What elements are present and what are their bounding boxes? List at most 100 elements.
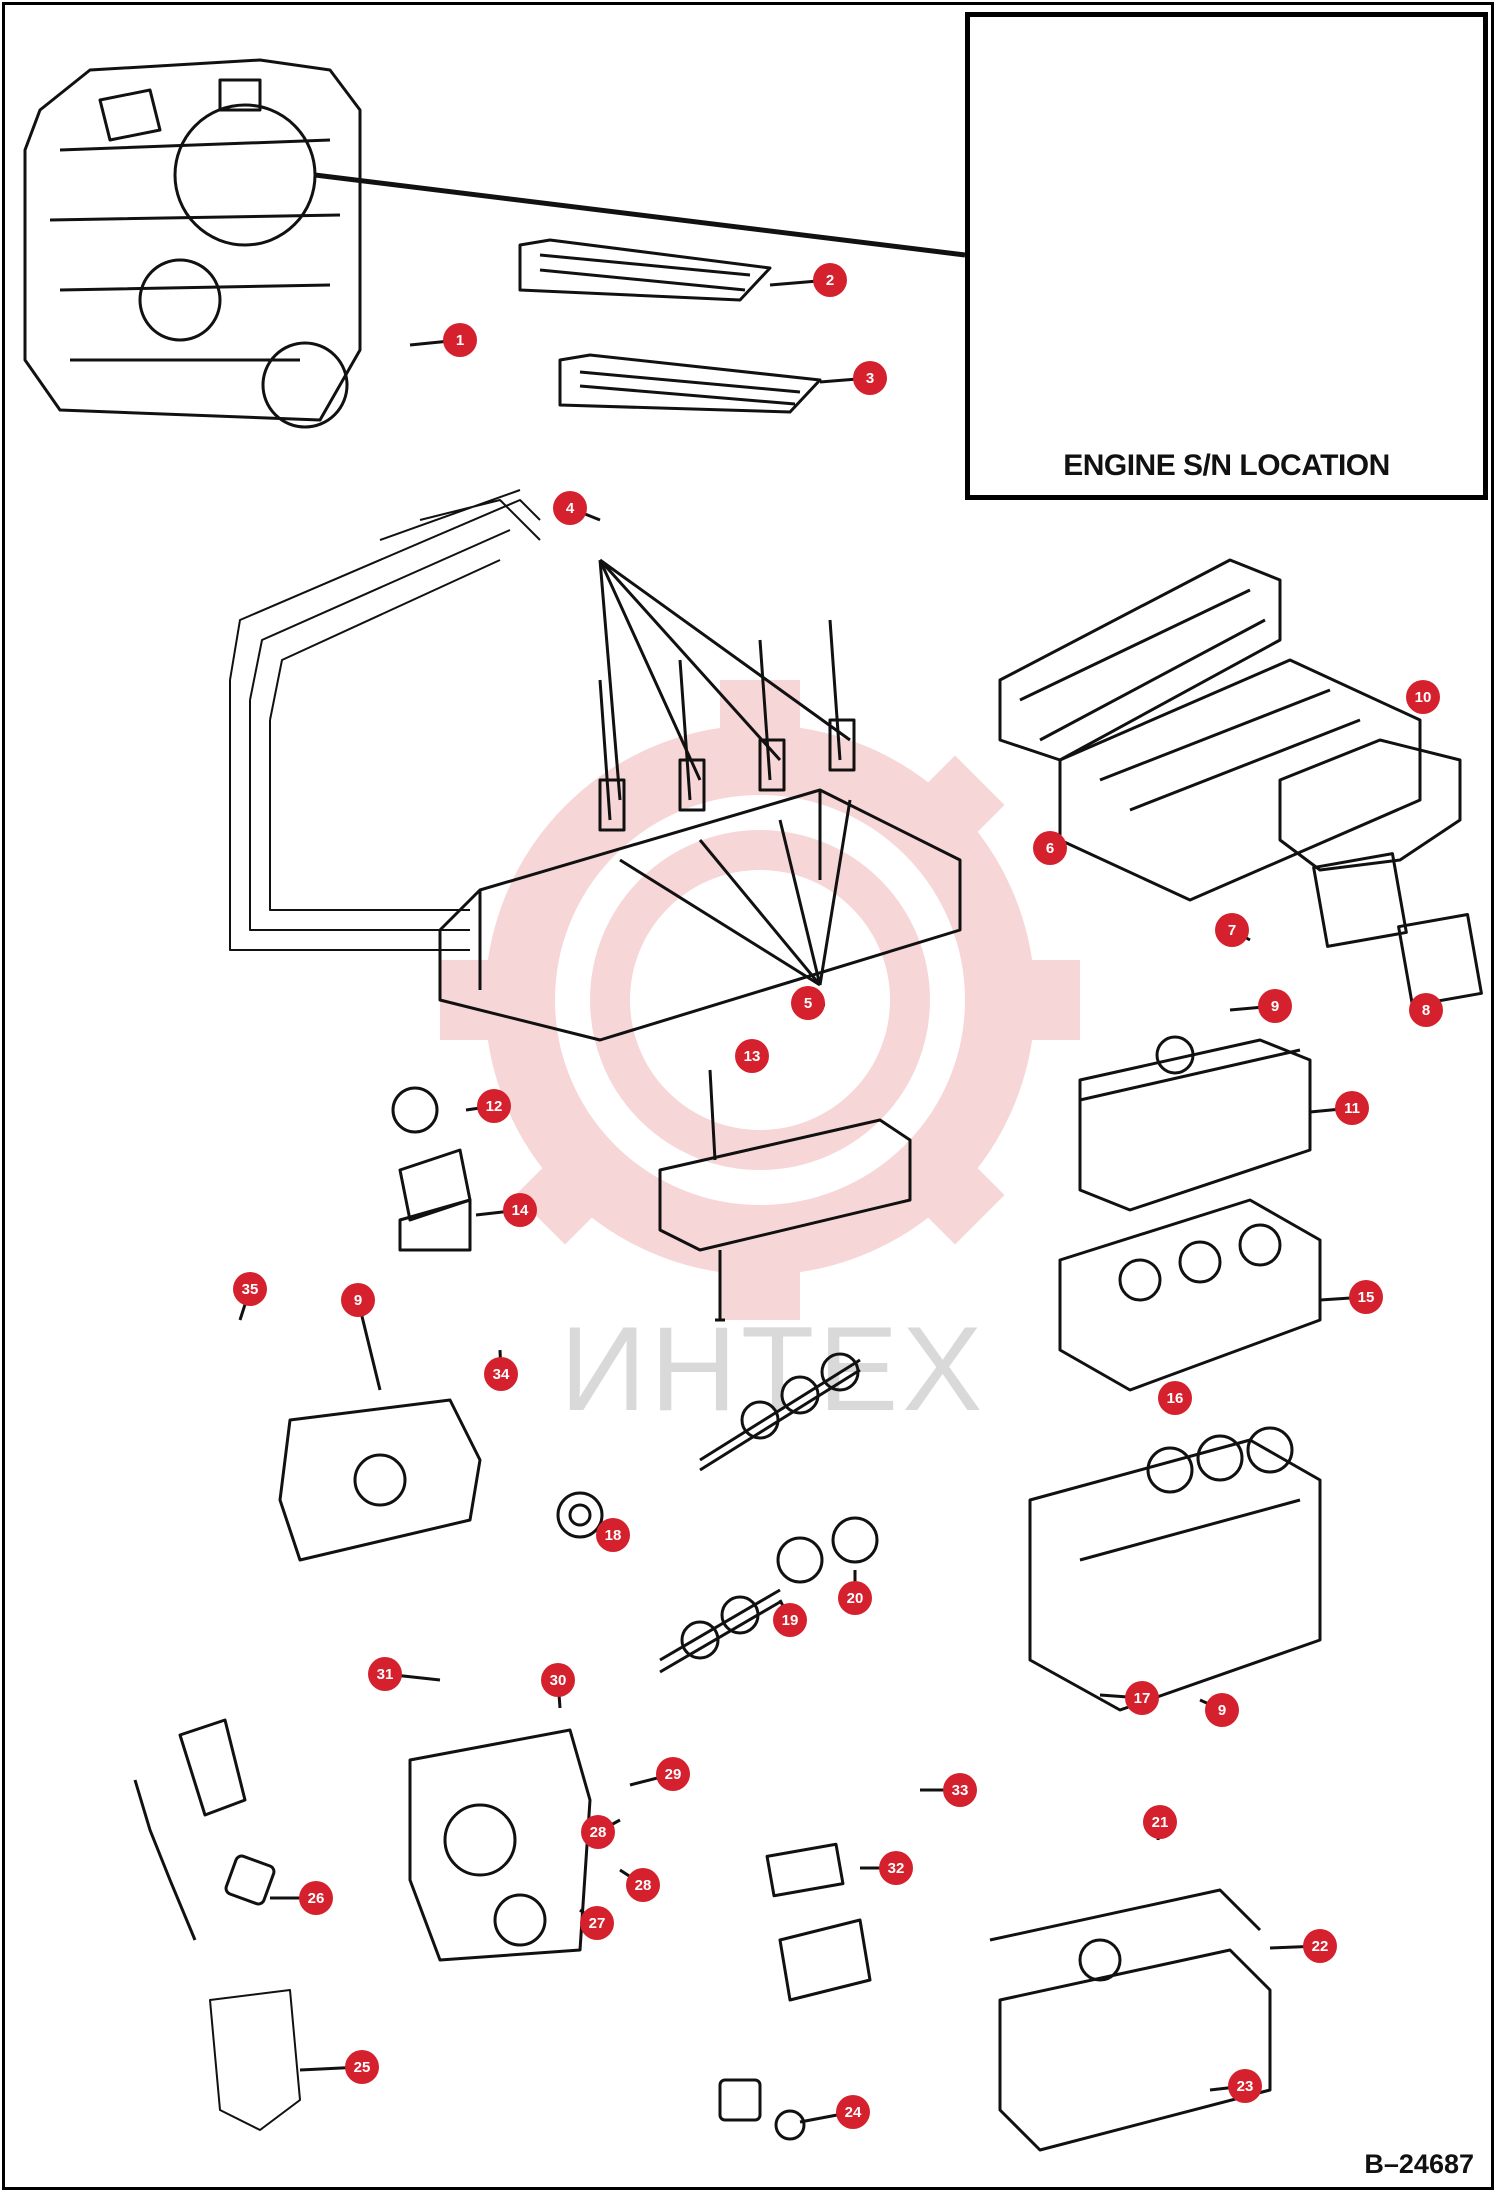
oil-filter [133, 1718, 247, 1941]
callout-badge-number: 24 [845, 2104, 862, 2121]
callout-26: 26 [270, 1881, 333, 1915]
callout-badge-number: 23 [1237, 2078, 1254, 2095]
callout-leaders-4-5 [598, 558, 852, 987]
camshaft [699, 1352, 861, 1472]
callout-badge-number: 31 [377, 1666, 394, 1683]
callout-badge [813, 263, 847, 297]
engine-serial-inset: ENGINE S/N LOCATION [965, 12, 1488, 500]
air-filter-element-2 [518, 238, 772, 302]
callout-badge [626, 1868, 660, 1902]
callout-badge-number: 34 [493, 1366, 510, 1383]
callout-badge-number: 11 [1344, 1100, 1360, 1117]
callout-13: 13 [735, 1039, 769, 1073]
gear-18 [556, 1491, 604, 1539]
callout-7: 7 [1215, 913, 1251, 947]
callout-17: 17 [1099, 1681, 1159, 1715]
callout-badge-number: 21 [1152, 1814, 1169, 1831]
callout-badge [1125, 1681, 1159, 1715]
callout-badge-number: 9 [1271, 998, 1279, 1015]
callout-badge-number: 9 [354, 1292, 362, 1309]
callout-badge-number: 27 [589, 1915, 606, 1932]
callout-badge [581, 1815, 615, 1849]
callout-22: 22 [1269, 1929, 1337, 1963]
oil-pump [765, 1842, 872, 2002]
callout-badge-number: 13 [744, 1048, 761, 1065]
callout-badge [299, 1881, 333, 1915]
callout-badge-number: 26 [308, 1890, 325, 1907]
callout-24: 24 [799, 2095, 870, 2129]
callout-badge [541, 1663, 575, 1697]
callout-badge-number: 9 [1218, 1702, 1226, 1719]
callout-9: 9 [1229, 989, 1292, 1023]
callout-25: 25 [299, 2050, 379, 2084]
callout-2: 2 [769, 263, 847, 297]
callout-badge [879, 1851, 913, 1885]
callout-badge [773, 1603, 807, 1637]
callout-badge-number: 35 [242, 1281, 259, 1298]
callout-badge [503, 1193, 537, 1227]
callout-9-36: 9 [1199, 1693, 1239, 1727]
callout-badge-number: 14 [512, 1202, 529, 1219]
callout-10: 10 [1406, 680, 1440, 714]
callout-27: 27 [579, 1906, 614, 1940]
callout-badge [836, 2095, 870, 2129]
rings-19-20 [776, 1516, 879, 1584]
callout-badge [1258, 989, 1292, 1023]
callout-badge [580, 1906, 614, 1940]
cylinder-head-cover-area [438, 788, 962, 1042]
callout-badge-number: 25 [354, 2059, 371, 2076]
cylinder-head [1058, 1198, 1322, 1392]
callout-badge [1228, 2069, 1262, 2103]
callout-badge-number: 22 [1312, 1938, 1329, 1955]
callout-badge-number: 7 [1228, 922, 1236, 939]
bracket-25 [209, 1989, 301, 2131]
inset-caption: ENGINE S/N LOCATION [1063, 449, 1390, 482]
injection-lines [229, 489, 541, 951]
injectors [598, 619, 856, 832]
callout-21: 21 [1143, 1805, 1177, 1841]
callout-badge-number: 3 [866, 370, 874, 387]
callout-badge-number: 10 [1415, 689, 1432, 706]
callout-badge-number: 15 [1358, 1289, 1375, 1306]
callout-badge-number: 19 [782, 1612, 799, 1629]
thermostat-housing [391, 1086, 472, 1252]
callout-badge [853, 361, 887, 395]
callout-18: 18 [596, 1518, 630, 1552]
callout-badge [345, 2050, 379, 2084]
callout-badge-number: 18 [605, 1527, 622, 1544]
callout-badge [341, 1283, 375, 1317]
callout-badge [1406, 680, 1440, 714]
callout-badge-number: 20 [847, 1590, 864, 1607]
callout-badge [735, 1039, 769, 1073]
callout-badge [1303, 1929, 1337, 1963]
callout-3: 3 [819, 361, 887, 395]
callout-badge [1409, 993, 1443, 1027]
callout-badge [1205, 1693, 1239, 1727]
callout-4: 4 [553, 491, 601, 525]
callout-badge-number: 1 [456, 332, 464, 349]
callout-badge-number: 28 [590, 1824, 607, 1841]
callout-12: 12 [465, 1089, 511, 1123]
callout-badge [443, 323, 477, 357]
callout-28-37: 28 [581, 1815, 621, 1849]
callout-34: 34 [484, 1349, 518, 1391]
callout-badge [484, 1357, 518, 1391]
callout-badge-number: 2 [826, 272, 834, 289]
gear-case [408, 1728, 592, 1962]
callout-badge-number: 28 [635, 1877, 652, 1894]
exhaust-manifold [1278, 738, 1483, 1007]
gasket-26 [224, 1854, 276, 1906]
callout-badge-number: 17 [1134, 1690, 1151, 1707]
callout-badge [1158, 1381, 1192, 1415]
callout-badge-number: 8 [1422, 1002, 1430, 1019]
callout-badge [656, 1757, 690, 1791]
callout-badge [791, 986, 825, 1020]
callout-badge-number: 29 [665, 1766, 682, 1783]
callout-badge [943, 1773, 977, 1807]
callout-badge [1349, 1280, 1383, 1314]
callout-20: 20 [838, 1570, 872, 1615]
drain-plug-24 [718, 2078, 806, 2141]
callout-31: 31 [368, 1657, 441, 1691]
